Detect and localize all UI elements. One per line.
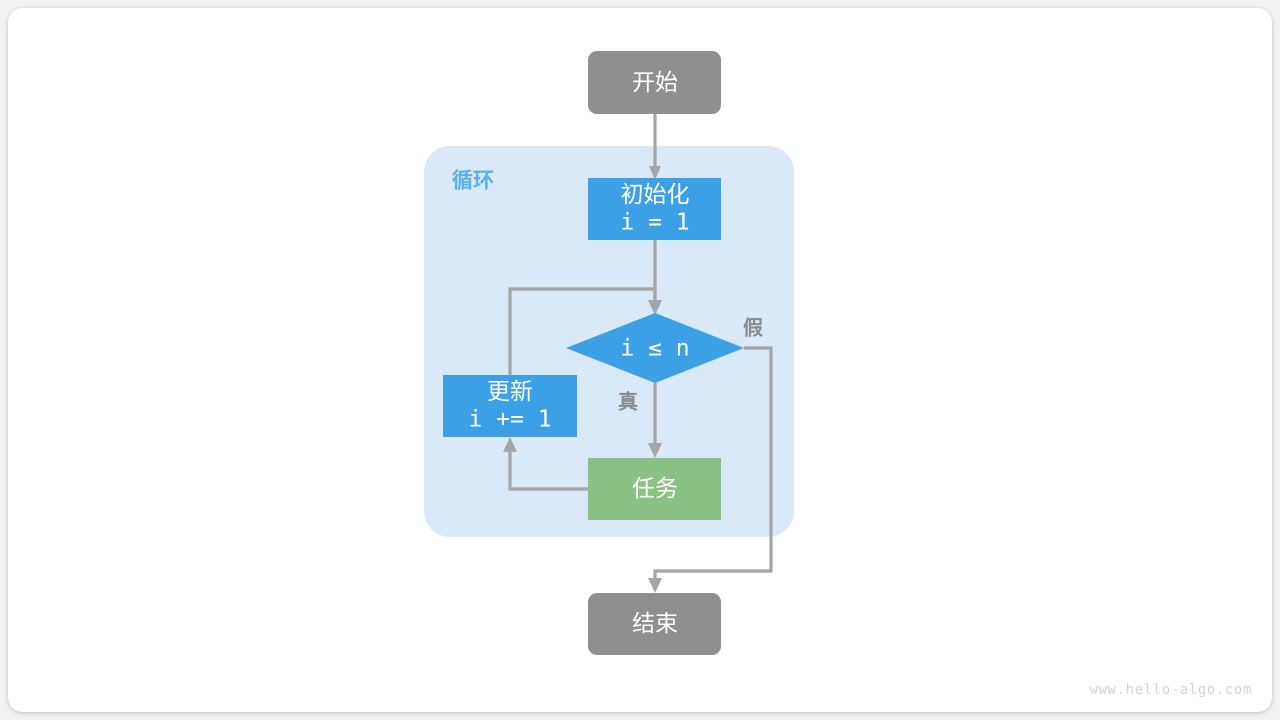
edge-update-to-condition-line (508, 287, 657, 375)
node-init-label-line2: i = 1 (620, 210, 689, 236)
node-end-label: 结束 (632, 610, 678, 636)
node-condition-label: i ≤ n (620, 336, 689, 362)
node-init[interactable]: 初始化 i = 1 (588, 178, 721, 240)
nodes-layer: 开始 初始化 i = 1 i ≤ n 更新 i += 1 (443, 51, 744, 655)
node-update-label-line1: 更新 (487, 378, 533, 404)
node-update[interactable]: 更新 i += 1 (443, 375, 577, 437)
node-condition-shape[interactable] (566, 313, 744, 383)
edge-update-to-condition (508, 287, 662, 375)
node-start[interactable]: 开始 (588, 51, 721, 114)
edge-task-to-update-line (508, 449, 588, 491)
edge-label-false: 假 (743, 315, 764, 339)
node-condition[interactable]: i ≤ n (566, 313, 744, 383)
edge-condition-to-end-line (653, 346, 773, 581)
edge-condition-to-end-arrow (648, 578, 662, 593)
loop-group-label: 循环 (452, 169, 494, 193)
edge-condition-to-task-arrow (648, 443, 662, 458)
edges-layer: 真 假 (503, 114, 773, 593)
edge-task-to-update-arrow (503, 437, 517, 452)
node-init-shape[interactable] (588, 178, 721, 240)
edge-update-to-condition-arrow (648, 300, 662, 315)
edge-condition-to-end: 假 (648, 315, 773, 593)
node-task-label: 任务 (632, 475, 678, 501)
edge-condition-to-task: 真 (618, 383, 662, 458)
edge-start-to-init-arrow (649, 166, 661, 180)
node-init-label-line1: 初始化 (621, 181, 690, 207)
node-start-shape[interactable] (588, 51, 721, 114)
node-update-shape[interactable] (443, 375, 577, 437)
node-end-shape[interactable] (588, 593, 721, 655)
node-task-shape[interactable] (588, 458, 721, 520)
watermark-text: www.hello-algo.com (1089, 682, 1252, 698)
edge-task-to-update (503, 437, 588, 491)
node-task[interactable]: 任务 (588, 458, 721, 520)
node-update-label-line2: i += 1 (468, 407, 551, 433)
node-end[interactable]: 结束 (588, 593, 721, 655)
node-start-label: 开始 (632, 69, 678, 95)
edge-start-to-init (649, 114, 661, 180)
edge-label-true: 真 (618, 389, 638, 413)
